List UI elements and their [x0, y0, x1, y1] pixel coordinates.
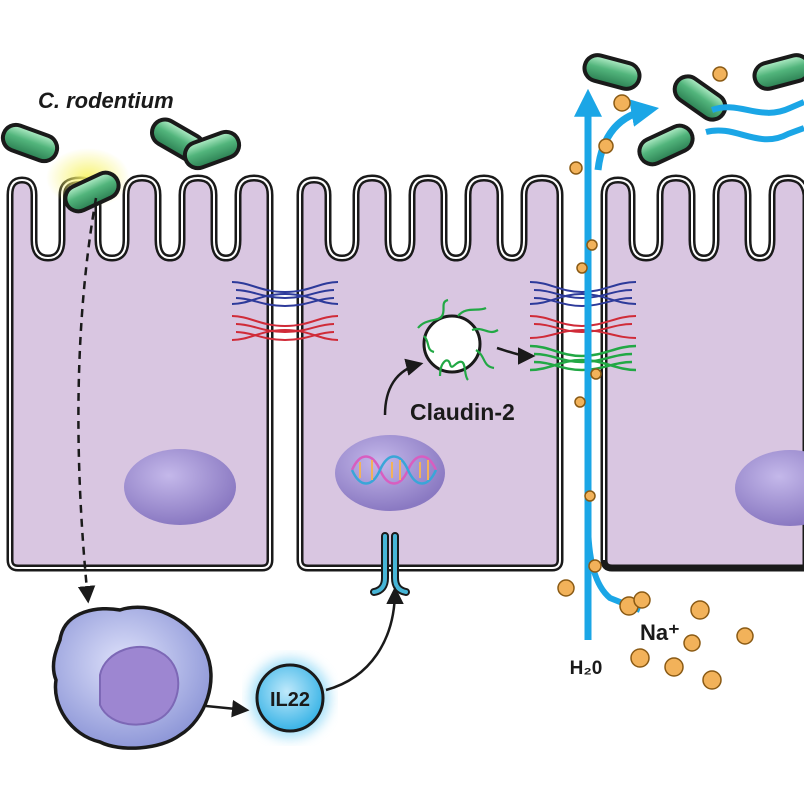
il22-label: IL22 [270, 689, 310, 711]
sodium-ion-icon [702, 670, 722, 690]
bacterium-icon [63, 170, 121, 214]
nucleus-icon [735, 450, 804, 526]
nucleus-to-vesicle-arrow [383, 358, 424, 416]
claudin2-label: Claudin-2 [410, 399, 515, 425]
dna-icon [350, 455, 438, 485]
sodium-ion-icon [584, 490, 596, 502]
sodium-ion-icon [613, 94, 631, 112]
bacterium-icon [582, 53, 642, 91]
vesicle-to-junction-arrow [496, 346, 536, 365]
bacterium-icon [182, 129, 242, 171]
epithelial-cell-middle [296, 174, 564, 572]
epithelial-cell-right [600, 174, 804, 572]
sodium-ion-icon [736, 627, 754, 645]
sodium-ions [557, 66, 754, 690]
sodium-ion-icon [690, 600, 710, 620]
sodium-ion-icon [586, 239, 598, 251]
il22-molecule [250, 658, 330, 738]
sodium-ion-icon [576, 262, 588, 274]
vesicle-icon [417, 298, 499, 381]
tight-junction-left [231, 281, 339, 342]
sodium-ion-icon [664, 657, 684, 677]
bacteria-group [0, 53, 804, 214]
nucleus-icon [335, 435, 445, 511]
sodium-ion-icon [630, 648, 650, 668]
sodium-label: Na⁺ [640, 620, 680, 645]
sodium-ion-icon [569, 161, 583, 175]
sodium-ion-icon [712, 66, 728, 82]
bacterium-label: C. rodentium [38, 88, 174, 113]
epithelial-cell-left [6, 174, 274, 572]
il22-to-receptor-arrow [325, 586, 404, 692]
immune-cell-icon [51, 605, 213, 750]
sodium-ion-icon [574, 396, 586, 408]
pathway-arrows [77, 197, 536, 718]
sodium-ion-icon [683, 634, 701, 652]
water-label: H₂0 [570, 658, 603, 679]
sodium-ion-icon [633, 591, 651, 609]
nucleus-icon [124, 449, 236, 525]
bacterium-icon [637, 123, 695, 167]
bacterium-icon [752, 53, 804, 91]
invasion-arrow [77, 197, 98, 604]
sodium-ion-icon [588, 559, 602, 573]
sodium-ion-icon [557, 579, 575, 597]
water-flux [574, 88, 804, 640]
sodium-ion-icon [590, 368, 602, 380]
sodium-ion-icon [598, 138, 614, 154]
immune-to-il22-arrow [205, 699, 250, 718]
bacterium-icon [0, 122, 60, 164]
